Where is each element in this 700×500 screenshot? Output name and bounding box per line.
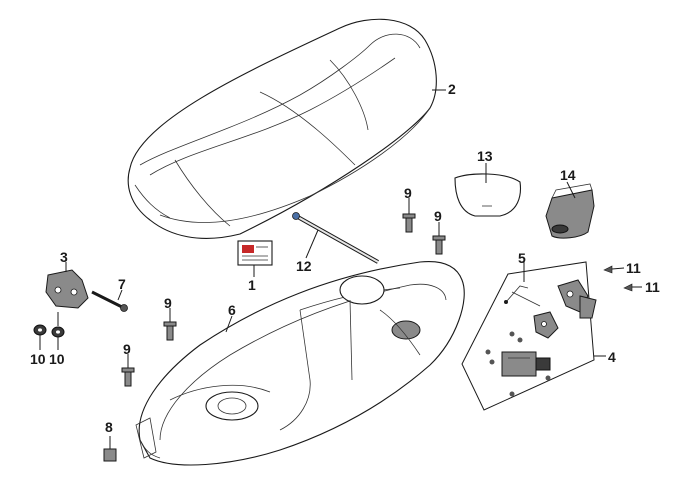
hinge-bracket: [45, 269, 89, 309]
callout-12: 12: [296, 258, 312, 274]
support-rod: [292, 212, 379, 264]
callout-10-b: 10: [49, 351, 65, 367]
lock-assembly: [461, 261, 606, 411]
inner-cover: [454, 173, 522, 217]
callout-1: 1: [248, 277, 256, 293]
washer: [51, 326, 65, 338]
bolt: [163, 321, 177, 341]
seat: [127, 18, 437, 239]
callout-10-a: 10: [30, 351, 46, 367]
washer: [33, 324, 47, 336]
callout-13: 13: [477, 148, 493, 164]
callout-8: 8: [105, 419, 113, 435]
storage-box: [545, 183, 595, 239]
callout-2: 2: [448, 81, 456, 97]
small-screw: [603, 265, 613, 274]
callout-14: 14: [560, 167, 576, 183]
helmet-box: [135, 260, 465, 466]
bolt: [432, 235, 446, 255]
callout-5: 5: [518, 250, 526, 266]
callout-9-b: 9: [434, 208, 442, 224]
small-screw: [623, 283, 633, 292]
callout-11-b: 11: [645, 279, 660, 295]
clip: [103, 448, 117, 462]
callout-9-d: 9: [123, 341, 131, 357]
screw: [91, 290, 128, 312]
callout-11-a: 11: [626, 260, 641, 276]
bolt: [402, 213, 416, 233]
callout-9-a: 9: [404, 185, 412, 201]
callout-7: 7: [118, 276, 126, 292]
callout-6: 6: [228, 302, 236, 318]
callout-9-c: 9: [164, 295, 172, 311]
callout-4: 4: [608, 349, 616, 365]
callout-3: 3: [60, 249, 68, 265]
label-sticker: [237, 240, 273, 266]
bolt: [121, 367, 135, 387]
